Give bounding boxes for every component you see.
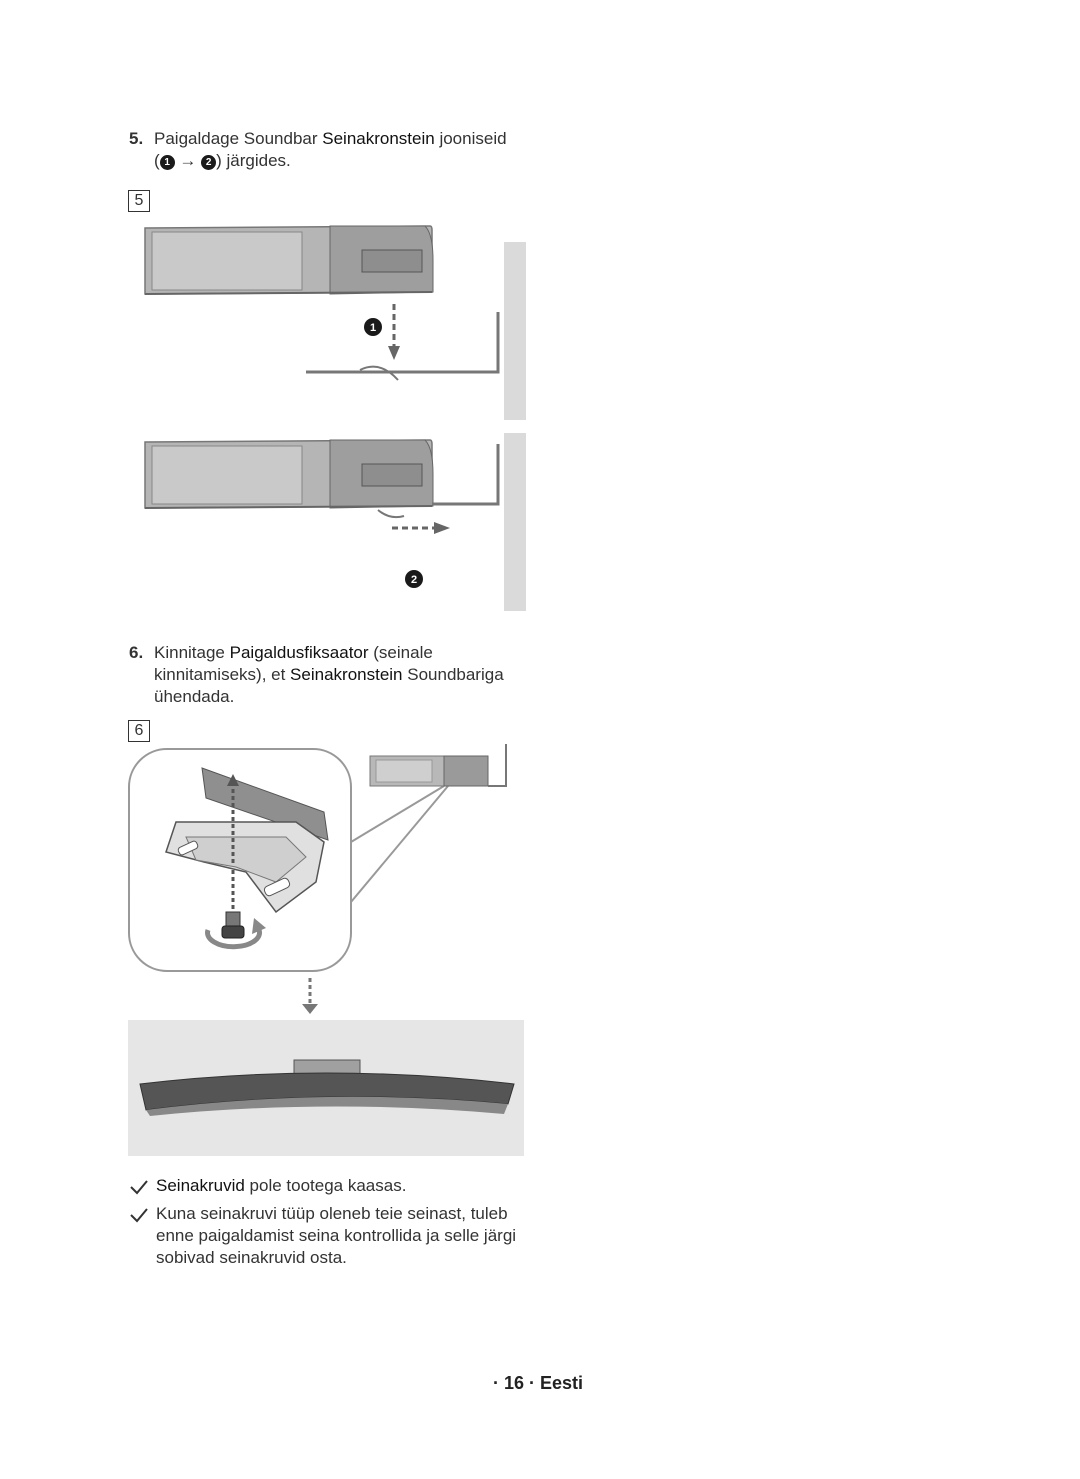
mount-holder (165, 767, 329, 914)
term-wall-bracket: Seinakronstein (322, 129, 435, 148)
soundbar-lower (144, 439, 434, 509)
figure5-marker-1 (364, 318, 382, 336)
wall-lower (504, 433, 526, 611)
note-1: Seinakruvid pole tootega kaasas. (129, 1175, 529, 1197)
svg-text:2: 2 (411, 574, 417, 586)
page-footer: · 16 · Eesti (493, 1373, 584, 1393)
step-text: Paigaldage Soundbar Seinakronstein jooni… (154, 129, 507, 170)
figure5-marker-2 (405, 570, 423, 588)
note-2: Kuna seinakruvi tüüp oleneb teie seinast… (129, 1203, 529, 1269)
term-mount-holder: Paigaldusfiksaator (229, 643, 369, 662)
arrow-right-icon: → (179, 151, 197, 170)
checkmark-icon (130, 1208, 148, 1223)
step-number: 5. (129, 129, 144, 148)
step-6: 6. Kinnitage Paigaldusfiksaator (seinale… (129, 642, 529, 708)
marker-2-badge: 2 (201, 155, 217, 170)
term-wall-bracket: Seinakronstein (290, 665, 403, 684)
figure-6-label: 6 (128, 720, 150, 742)
soundbar-upper (144, 225, 434, 295)
soundbar-small (369, 744, 507, 787)
svg-text:1: 1 (370, 322, 376, 334)
bracket-upper (306, 312, 500, 374)
bracket-lower (432, 444, 500, 506)
figure-6-illustration (128, 744, 524, 1156)
step-text: Kinnitage Paigaldusfiksaator (seinale ki… (154, 643, 504, 706)
figure-5-illustration: 1 2 (144, 225, 526, 611)
figure-5-label: 5 (128, 190, 150, 212)
step-number: 6. (129, 643, 144, 662)
checkmark-icon (130, 1180, 148, 1195)
soundbar-curved (139, 1059, 515, 1116)
step-5: 5. Paigaldage Soundbar Seinakronstein jo… (129, 128, 529, 174)
term-wall-screws: Seinakruvid (156, 1176, 245, 1195)
marker-1-badge: 1 (159, 155, 175, 170)
wall-upper (504, 242, 526, 420)
screw-icon (205, 911, 266, 950)
